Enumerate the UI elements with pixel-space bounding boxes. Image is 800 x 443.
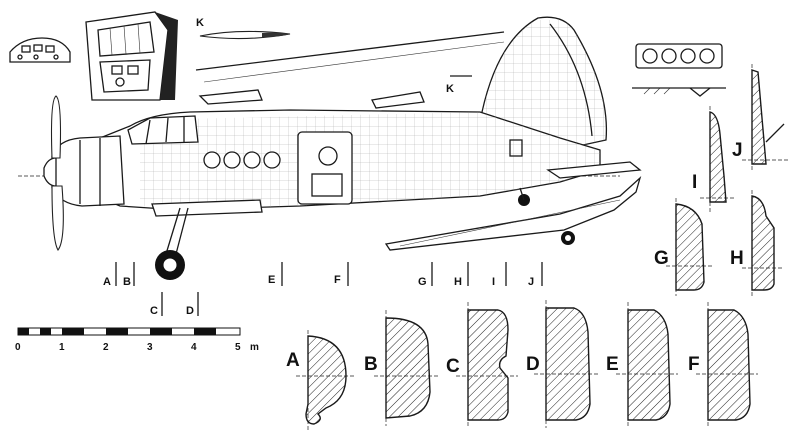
scale-tick-2: 2 [103, 342, 109, 353]
station-h: H [454, 276, 462, 288]
scale-tick-3: 3 [147, 342, 153, 353]
label-k-top: K [196, 17, 204, 29]
section-j-label: J [732, 140, 743, 161]
scale-unit: m [250, 342, 259, 353]
cockpit-front-detail [9, 37, 71, 63]
station-d: D [186, 305, 194, 317]
section-d-label: D [526, 354, 540, 375]
section-f: F [688, 302, 758, 428]
scale-tick-1: 1 [59, 342, 65, 353]
section-i-label: I [692, 172, 697, 193]
scale-bar: 0 1 2 3 4 5 m [15, 327, 259, 353]
station-g: G [418, 276, 427, 288]
station-a: A [103, 276, 111, 288]
section-h-label: H [730, 248, 744, 269]
scale-tick-4: 4 [191, 342, 197, 353]
section-i: I [692, 106, 734, 212]
section-h: H [730, 190, 784, 296]
section-c-label: C [446, 356, 460, 377]
scale-tick-5: 5 [235, 342, 241, 353]
section-d: D [526, 300, 598, 428]
section-g: G [654, 198, 712, 296]
section-b: B [364, 310, 440, 426]
station-j: J [528, 276, 534, 288]
aircraft-side-view: K [18, 16, 642, 280]
section-f-label: F [688, 354, 700, 375]
section-b-label: B [364, 354, 378, 375]
section-c: C [446, 302, 518, 428]
cabin-window-detail [632, 43, 726, 97]
section-g-label: G [654, 248, 669, 269]
wingtip-section-k: K [196, 17, 291, 40]
station-f: F [334, 274, 341, 286]
station-b: B [123, 276, 131, 288]
section-a-label: A [286, 350, 300, 371]
cockpit-interior-detail [85, 11, 178, 101]
section-e-label: E [606, 354, 619, 375]
station-e: E [268, 274, 275, 286]
section-j: J [732, 64, 790, 170]
station-c: C [150, 305, 158, 317]
section-a: A [286, 330, 356, 430]
station-i: I [492, 276, 495, 288]
station-labels: A B C D E F G H I J [103, 262, 543, 317]
scale-tick-0: 0 [15, 342, 21, 353]
section-e: E [606, 302, 678, 428]
label-k-fin: K [446, 83, 454, 95]
